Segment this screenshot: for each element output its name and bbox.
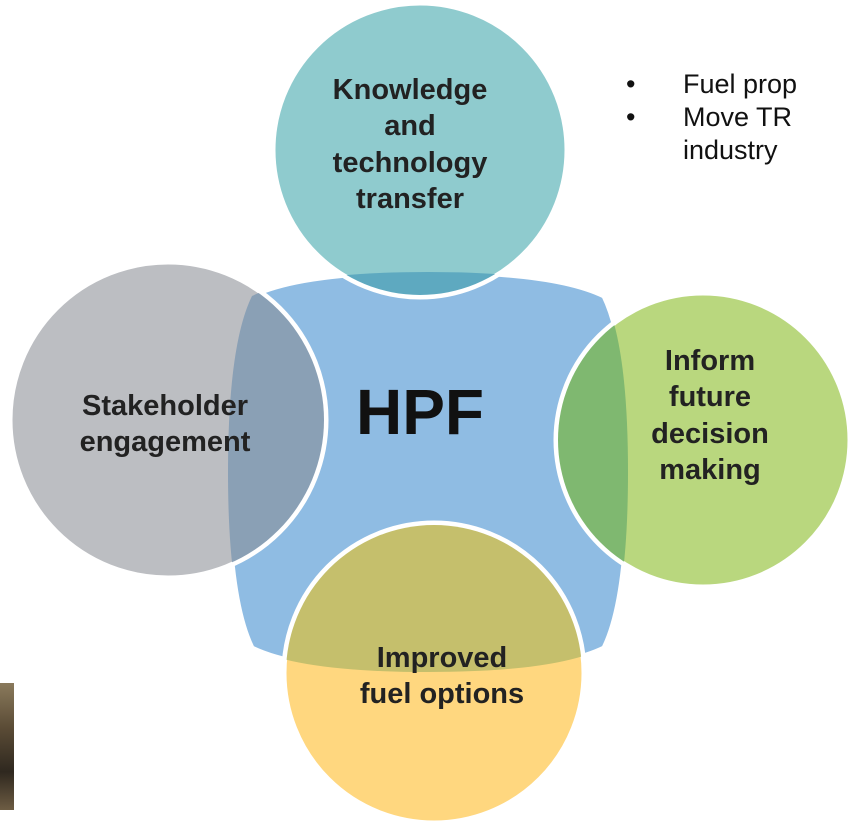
petal-right-line: future <box>668 381 752 414</box>
petal-left-label: Stakeholder engagement <box>40 388 290 461</box>
petal-right-line: decision <box>651 417 769 450</box>
petal-top-line: transfer <box>356 182 464 215</box>
petal-top-line: and <box>384 110 436 143</box>
petal-bottom-label: Improved fuel options <box>322 640 562 713</box>
petal-left-line: engagement <box>79 426 251 459</box>
bullet-text: Fuel prop <box>683 69 798 99</box>
hub-label: HPF <box>356 376 484 448</box>
overlap-bottom <box>286 525 582 672</box>
overlap-left <box>228 272 324 576</box>
petal-right-label: Inform future decision making <box>605 343 815 488</box>
bullet-text: Move TR <box>683 102 793 132</box>
photo-edge-image <box>0 683 14 810</box>
petal-right-line: Inform <box>664 345 756 377</box>
bullet-list: Fuel prop Move TR industry <box>602 68 797 167</box>
petal-bottom-line: fuel options <box>359 678 525 711</box>
bullet-item: Move TR industry <box>602 101 797 167</box>
petal-right-circle <box>553 290 853 590</box>
petal-bottom-line: Improved <box>376 642 508 674</box>
petal-right-line: making <box>659 453 761 486</box>
petal-top-line: technology <box>332 146 488 179</box>
petal-top-label: Knowledge and technology transfer <box>300 72 520 217</box>
petal-top-line: Knowledge <box>332 74 488 106</box>
bullet-item: Fuel prop <box>602 68 797 101</box>
petal-left-line: Stakeholder <box>82 390 248 422</box>
petal-top-circle <box>270 0 570 300</box>
bullet-text: industry <box>683 135 778 165</box>
